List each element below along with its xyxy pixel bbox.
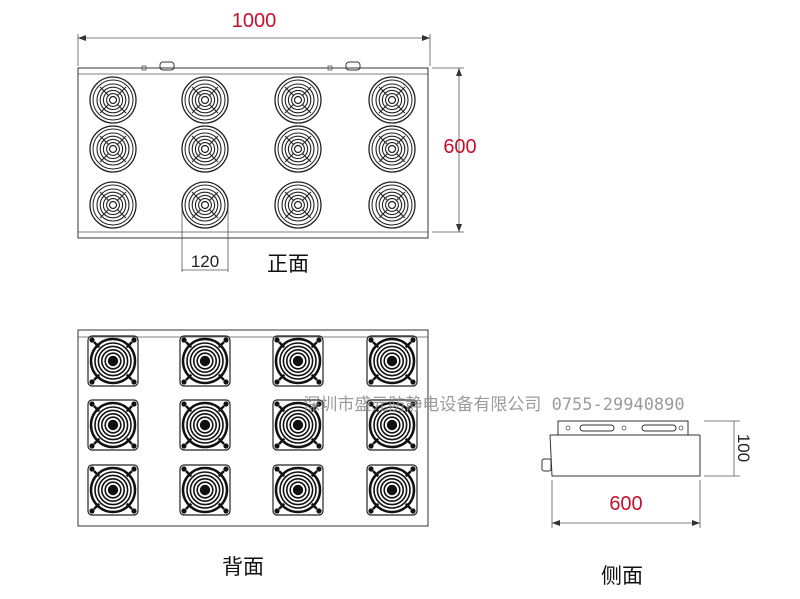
- side-view: 100 600 侧面: [541, 420, 753, 588]
- front-view-label: 正面: [267, 252, 309, 276]
- back-fan-icon: [179, 335, 231, 387]
- front-fan-grille-icon: [368, 125, 416, 173]
- side-body: [549, 434, 701, 477]
- side-height-dimension: 100: [734, 434, 753, 462]
- fan-size-dimension: 120: [191, 252, 219, 271]
- back-fan-icon: [179, 464, 231, 516]
- front-fan-grille-icon: [274, 76, 322, 124]
- front-fan-grille-icon: [181, 125, 229, 173]
- side-knob: [541, 458, 552, 472]
- front-fan-grille-icon: [368, 76, 416, 124]
- side-width-dimension: 600: [609, 493, 642, 515]
- top-knob-right: [345, 61, 361, 71]
- front-fan-grille-icon: [181, 181, 229, 229]
- side-slot-left: [579, 424, 615, 432]
- front-height-dimension: 600: [443, 136, 476, 158]
- back-view: 背面: [77, 329, 429, 579]
- back-fan-icon: [272, 335, 324, 387]
- front-fan-grille-icon: [274, 125, 322, 173]
- front-fan-grille-icon: [89, 76, 137, 124]
- top-knob-left: [159, 61, 175, 71]
- back-fan-icon: [272, 399, 324, 451]
- back-fan-icon: [87, 464, 139, 516]
- back-fan-icon: [272, 464, 324, 516]
- side-view-label: 侧面: [601, 564, 643, 588]
- front-fan-grille-icon: [368, 181, 416, 229]
- back-fan-icon: [366, 464, 418, 516]
- front-fan-grille-icon: [89, 181, 137, 229]
- front-fan-grille-icon: [274, 181, 322, 229]
- front-panel: [77, 67, 429, 239]
- front-fan-grille-icon: [181, 76, 229, 124]
- side-slot-right: [641, 424, 677, 432]
- back-fan-icon: [87, 335, 139, 387]
- back-panel: [77, 329, 429, 527]
- back-fan-icon: [179, 399, 231, 451]
- front-view: 1000 600 120 正面: [77, 10, 477, 276]
- back-fan-icon: [87, 399, 139, 451]
- back-fan-icon: [366, 335, 418, 387]
- back-fan-icon: [366, 399, 418, 451]
- company-watermark: 深圳市盛元防静电设备有限公司 0755-29940890: [303, 395, 684, 415]
- back-view-label: 背面: [222, 555, 264, 579]
- front-fan-grille-icon: [89, 125, 137, 173]
- front-width-dimension: 1000: [232, 10, 277, 32]
